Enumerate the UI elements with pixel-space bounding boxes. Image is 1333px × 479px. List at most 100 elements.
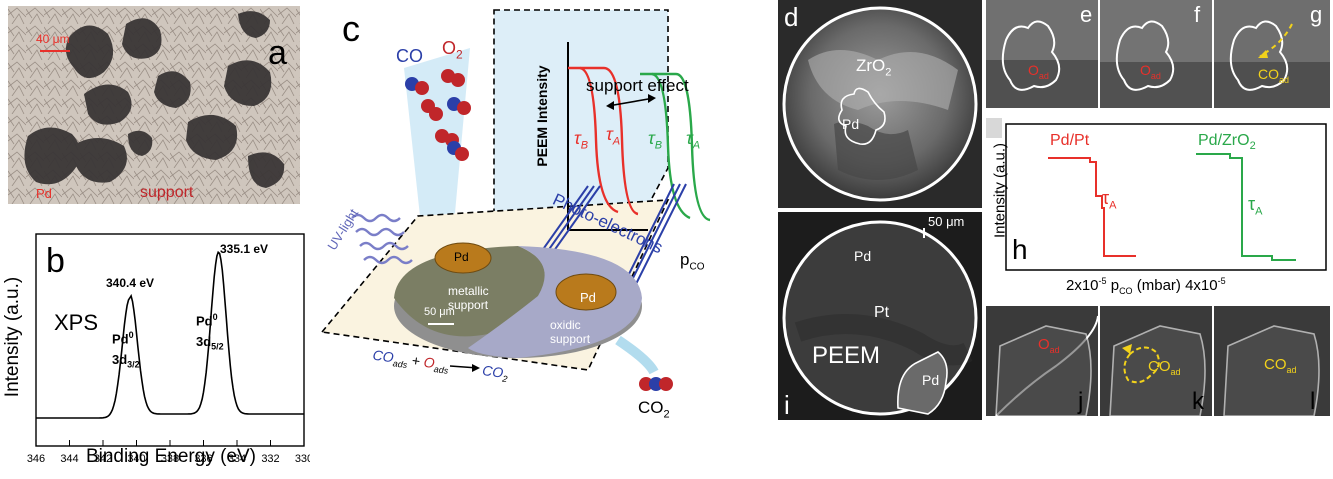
xps-x-tick-label: 340: [127, 453, 145, 465]
panel-d: d ZrO2 Pd: [778, 0, 982, 208]
metallic-support-line2: support: [448, 298, 489, 312]
panel-j-letter: j: [1078, 388, 1084, 415]
molecule-co-3: [447, 141, 469, 161]
legend-pd-pt: Pd/Pt: [1050, 132, 1090, 149]
legend-pd-zro2: Pd/ZrO2: [1198, 132, 1256, 153]
tau-a-green: τA: [686, 128, 701, 152]
xps-x-ticks: 346344342340338336334332330: [27, 440, 313, 465]
xps-x-tick-label: 342: [94, 453, 112, 465]
xps-x-tick-label: 346: [27, 453, 45, 465]
curve-green-b: [651, 72, 691, 220]
panel-i-letter: i: [784, 390, 790, 420]
panel-c-schematic: [320, 9, 711, 391]
co-label: CO: [396, 46, 423, 66]
co2-product-label: CO2: [638, 398, 670, 421]
oxidic-support-line2: support: [550, 332, 591, 346]
panel-h-letter: h: [1012, 234, 1028, 265]
o2-label: O2: [442, 38, 463, 62]
panel-d-image: [782, 6, 978, 202]
panel-h-plot: [986, 118, 1327, 271]
panel-k-label: COad: [1148, 358, 1181, 377]
series-pd-zro2-line: [1196, 153, 1296, 261]
h-x-label: 2x10-5 pCO (mbar) 4x10-5: [1066, 276, 1226, 296]
panel-g-letter: g: [1310, 2, 1323, 27]
tau-a-red: τA: [606, 124, 621, 148]
molecule-o2-1: [441, 69, 465, 87]
panel-a: a 40 μm Pd support: [8, 6, 300, 204]
panel-l-label: COad: [1264, 356, 1297, 375]
peak1-state: Pd0: [112, 330, 134, 347]
metallic-support-line1: metallic: [448, 284, 489, 298]
xps-method-label: XPS: [54, 310, 99, 335]
panel-j-label: Oad: [1038, 336, 1060, 355]
pd-label-2: Pd: [580, 290, 596, 305]
curve-green-a: [640, 72, 711, 222]
panel-b-letter: b: [46, 242, 65, 280]
p-co-label: pCO: [680, 250, 705, 273]
panel-a-letter: a: [268, 34, 287, 72]
molecule-co-2: [447, 97, 471, 115]
peak2-energy: 335.1 eV: [220, 242, 269, 256]
panel-c: c CO O2 UV-light PEEM Intensity support …: [318, 0, 770, 474]
panel-a-micrograph: [8, 6, 300, 204]
curve-red-a: [568, 66, 639, 216]
panel-c-letter: c: [342, 8, 360, 49]
panel-f-letter: f: [1194, 2, 1201, 27]
pd-label-i2: Pd: [922, 372, 940, 388]
pt-label: Pt: [874, 304, 890, 321]
peem-label: PEEM: [812, 342, 881, 369]
panel-k-letter: k: [1192, 388, 1204, 415]
zro2-label: ZrO2: [856, 56, 892, 79]
oxidic-support-line1: oxidic: [550, 318, 581, 332]
tau-a-green-h: τA: [1248, 194, 1263, 218]
panel-i: i 50 μm Pd Pt PEEM Pd: [778, 212, 982, 420]
molecule-co2: [639, 377, 673, 391]
panel-d-letter: d: [784, 2, 799, 32]
panel-e-letter: e: [1080, 2, 1093, 27]
pd-label-1: Pd: [454, 250, 469, 264]
panel-g: g COad: [1214, 0, 1330, 108]
xps-x-label: Binding Energy (eV): [85, 446, 257, 467]
scale-bar: [40, 50, 70, 52]
panel-l-letter: l: [1310, 388, 1316, 415]
peak1-energy: 340.4 eV: [106, 276, 155, 290]
tau-a-red-h: τA: [1102, 188, 1117, 212]
pd-label-i: Pd: [854, 248, 872, 264]
panel-b-xps-plot: 346344342340338336334332330: [27, 233, 313, 465]
xps-x-tick-label: 344: [60, 453, 78, 465]
xps-x-tick-label: 334: [228, 453, 246, 465]
molecule-o2-2: [421, 99, 443, 121]
xps-x-tick-label: 336: [194, 453, 212, 465]
xps-x-tick-label: 338: [161, 453, 179, 465]
panel-f-label: Oad: [1140, 62, 1161, 81]
support-effect-label: support effect: [586, 76, 689, 95]
uv-waves: [351, 213, 413, 265]
panel-e-label: Oad: [1028, 62, 1049, 81]
scale-bar-label: 40 μm: [36, 32, 70, 46]
xps-spectrum-line: [36, 250, 304, 419]
h-y-label: Intensity (a.u.): [991, 142, 1009, 239]
panel-e: e Oad: [986, 0, 1098, 108]
curve-red-b: [579, 66, 619, 214]
panel-h: h Intensity (a.u.) Pd/Pt Pd/ZrO2 τA τA 2…: [986, 118, 1330, 298]
panel-f: f Oad: [1100, 0, 1212, 108]
xps-y-label: Intensity (a.u.): [2, 276, 23, 398]
molecule-co-1: [405, 77, 429, 95]
peak2-state: Pd0: [196, 312, 218, 329]
peem-intensity-label: PEEM Intensity: [534, 65, 550, 167]
scale-50um: 50 μm: [928, 214, 965, 229]
xps-x-tick-label: 330: [295, 453, 310, 465]
panel-b: 346344342340338336334332330 b XPS 340.4 …: [0, 212, 313, 474]
panel-l: l COad: [1214, 306, 1330, 417]
panel-k: k COad: [1100, 306, 1212, 417]
support-label: support: [140, 184, 194, 201]
series-pd-pt-line: [1048, 157, 1136, 257]
peak1-orbital: 3d3/2: [112, 352, 140, 370]
panel-i-image: [782, 220, 978, 416]
peak2-orbital: 3d5/2: [196, 334, 224, 352]
panel-g-label: COad: [1258, 66, 1290, 85]
disc-scale-bar: 50 μm: [424, 306, 455, 318]
pd-label: Pd: [36, 186, 52, 201]
oxidic-support: [468, 246, 642, 358]
tau-b-red: τB: [574, 128, 589, 152]
